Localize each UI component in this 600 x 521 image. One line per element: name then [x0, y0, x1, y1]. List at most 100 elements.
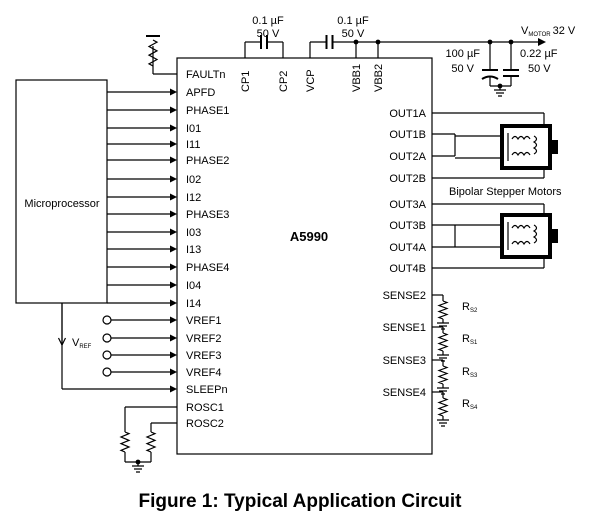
left-pin-label-i11: I11	[186, 139, 200, 151]
chip-name: A5990	[290, 229, 328, 244]
left-pin-label-vref1: VREF1	[186, 315, 221, 327]
motor2-coil	[532, 224, 538, 244]
left-pin-label-i01: I01	[186, 123, 201, 135]
rosc2-resistor	[145, 431, 157, 453]
sense-resistor-1	[437, 332, 449, 352]
sense-pin-label-sense2: SENSE2	[383, 290, 426, 302]
left-pin-label-faultn: FAULTn	[186, 69, 226, 81]
right-pin-label-out1b: OUT1B	[389, 129, 426, 141]
left-pin-label-vref4: VREF4	[186, 367, 221, 379]
left-pin-label-i02: I02	[186, 174, 201, 186]
left-pin-label-apfd: APFD	[186, 87, 215, 99]
sense-resistor-subscript: S2	[470, 308, 478, 314]
signal-arrow-i11	[170, 140, 177, 148]
signal-arrow-i12	[170, 193, 177, 201]
vref-terminal-vref4	[102, 367, 112, 377]
signal-arrow-i14	[170, 299, 177, 307]
top-pin-label-vcp: VCP	[305, 69, 317, 92]
signal-arrow-apfd	[170, 88, 177, 96]
motor1-body	[500, 124, 552, 170]
left-pin-label-sleepn: SLEEPn	[186, 384, 228, 396]
sense-resistor-label-2: RS3	[462, 366, 478, 379]
left-pin-label-vref2: VREF2	[186, 333, 221, 345]
sense-resistor-label-3: RS4	[462, 398, 478, 411]
sense-resistor-subscript: S3	[470, 373, 478, 379]
signal-arrow-phase1	[170, 106, 177, 114]
sense-resistor-symbol: R	[462, 398, 470, 410]
left-pin-label-vref3: VREF3	[186, 350, 221, 362]
rosc-ground-symbol	[132, 465, 144, 473]
bypass-cap-voltage: 50 V	[528, 63, 551, 75]
vref-terminal-vref1	[102, 315, 112, 325]
vref-terminal-vref2	[102, 333, 112, 343]
vref-arrow-vref1	[170, 316, 177, 324]
motor2-coil	[511, 224, 531, 230]
cp-cap-value: 0.1 µF	[252, 15, 284, 27]
vref-label: VREF	[72, 337, 92, 350]
sense-resistor-3	[437, 397, 449, 417]
signal-arrow-phase2	[170, 156, 177, 164]
rosc1-resistor	[119, 431, 131, 453]
vref-symbol: V	[72, 337, 80, 349]
motors-label: Bipolar Stepper Motors	[449, 186, 562, 198]
vcp-cap-voltage: 50 V	[342, 28, 365, 40]
vref-arrow-head	[57, 337, 67, 347]
sense-resistor-subscript: S4	[470, 405, 478, 411]
ground-lines	[437, 419, 449, 427]
left-pin-label-i12: I12	[186, 192, 201, 204]
sense-resistor-symbol: R	[462, 301, 470, 313]
bulk-cap-voltage: 50 V	[451, 63, 474, 75]
signal-arrow-phase4	[170, 263, 177, 271]
signal-arrow-i04	[170, 281, 177, 289]
motor1-coil	[532, 135, 538, 155]
vref-arrow-vref3	[170, 351, 177, 359]
ground-lines	[132, 465, 144, 473]
motor2-coil	[511, 240, 531, 246]
sense-resistor-symbol: R	[462, 366, 470, 378]
supply-arrow	[538, 38, 546, 46]
right-pin-label-out4a: OUT4A	[389, 242, 426, 254]
sense-resistor-label-1: RS1	[462, 333, 478, 346]
signal-arrow-i02	[170, 175, 177, 183]
top-pin-label-cp1: CP1	[240, 71, 252, 92]
top-pin-label-vbb2: VBB2	[373, 64, 385, 92]
chip-box	[176, 57, 433, 455]
cp-cap-voltage: 50 V	[257, 28, 280, 40]
motor1-coil	[511, 135, 531, 141]
vbb2-junction-dot	[375, 39, 381, 45]
vcp-cap-value: 0.1 µF	[337, 15, 369, 27]
left-pin-label-phase4: PHASE4	[186, 262, 229, 274]
left-pin-label-i03: I03	[186, 227, 201, 239]
bypass-cap-value: 0.22 µF	[520, 48, 558, 60]
top-pin-label-cp2: CP2	[278, 71, 290, 92]
sense-pin-label-sense3: SENSE3	[383, 355, 426, 367]
vref-arrow-vref2	[170, 334, 177, 342]
supply-value: 32 V	[553, 25, 576, 37]
motor2-shaft	[552, 229, 558, 243]
sense-resistor-0	[437, 300, 449, 320]
sense-resistor-subscript: S1	[470, 340, 478, 346]
sense-ground-3	[437, 419, 449, 427]
right-pin-label-out2b: OUT2B	[389, 173, 426, 185]
sleepn-arrow	[170, 385, 177, 393]
motor1-shaft	[552, 140, 558, 154]
motor1-coil	[511, 151, 531, 157]
right-pin-label-out4b: OUT4B	[389, 263, 426, 275]
sense-resistor-label-0: RS2	[462, 301, 478, 314]
ground-lines	[494, 89, 506, 97]
microprocessor-label: Microprocessor	[24, 198, 100, 210]
vbb1-junction-dot	[353, 39, 359, 45]
signal-arrow-phase3	[170, 210, 177, 218]
supply-subscript: MOTOR	[528, 32, 551, 38]
motor2-body	[500, 213, 552, 259]
signal-arrow-i13	[170, 245, 177, 253]
bulk-cap-value: 100 µF	[446, 48, 481, 60]
right-pin-label-out2a: OUT2A	[389, 151, 426, 163]
signal-arrow-i03	[170, 228, 177, 236]
top-pin-label-vbb1: VBB1	[351, 64, 363, 92]
sense-pin-label-sense1: SENSE1	[383, 322, 426, 334]
sense-pin-label-sense4: SENSE4	[383, 387, 426, 399]
supply-symbol: V	[521, 25, 529, 37]
figure-caption: Figure 1: Typical Application Circuit	[138, 491, 462, 512]
